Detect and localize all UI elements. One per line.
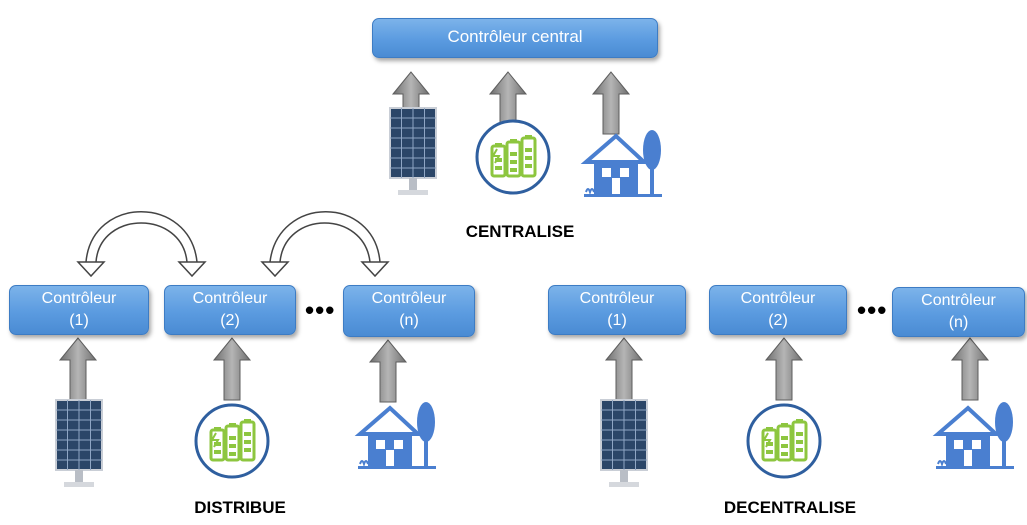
ellipsis: ••• xyxy=(305,295,336,325)
house-tree-icon xyxy=(582,128,664,199)
controller-label: Contrôleur xyxy=(579,290,655,307)
ellipsis: ••• xyxy=(857,295,888,325)
caption-distribue: DISTRIBUE xyxy=(194,498,286,517)
up-arrow-icon xyxy=(213,337,251,401)
controller-index: (n) xyxy=(948,314,969,331)
controller-index: (2) xyxy=(768,312,788,329)
distributed-controller-1: Contrôleur (1) xyxy=(9,285,149,335)
solar-panel-icon xyxy=(600,399,648,488)
up-arrow-icon xyxy=(605,337,643,401)
house-tree-icon xyxy=(934,400,1016,471)
up-arrow-icon xyxy=(951,337,989,401)
up-arrow-icon xyxy=(765,337,803,401)
solar-panel-icon xyxy=(55,399,103,488)
battery-storage-icon xyxy=(746,403,822,479)
up-arrow-icon xyxy=(592,71,630,135)
controller-index: (n) xyxy=(399,312,419,329)
up-arrow-icon xyxy=(369,339,407,403)
controller-index: (1) xyxy=(607,312,627,329)
up-arrow-icon xyxy=(59,337,97,401)
controller-index: (1) xyxy=(69,312,89,329)
decentralized-controller-2: Contrôleur (2) xyxy=(709,285,847,335)
distributed-controller-n: Contrôleur (n) xyxy=(343,285,475,337)
controller-label: Contrôleur xyxy=(192,290,268,307)
central-controller: Contrôleur central xyxy=(372,18,658,58)
decentralized-controller-n: Contrôleur (n) xyxy=(892,287,1025,337)
controller-label: Contrôleur xyxy=(921,292,996,309)
central-controller-label: Contrôleur central xyxy=(447,27,583,46)
controller-label: Contrôleur xyxy=(371,290,447,307)
communication-arrow-icon xyxy=(260,211,390,278)
battery-storage-icon xyxy=(475,119,551,195)
controller-label: Contrôleur xyxy=(41,290,117,307)
distributed-controller-2: Contrôleur (2) xyxy=(164,285,296,335)
controller-label: Contrôleur xyxy=(740,290,816,307)
battery-storage-icon xyxy=(194,403,270,479)
solar-panel-icon xyxy=(389,107,437,196)
house-tree-icon xyxy=(356,400,438,471)
caption-decentralise: DECENTRALISE xyxy=(723,498,857,517)
communication-arrow-icon xyxy=(76,211,207,278)
caption-centralise: CENTRALISE xyxy=(465,222,575,241)
decentralized-controller-1: Contrôleur (1) xyxy=(548,285,686,335)
controller-index: (2) xyxy=(220,312,240,329)
